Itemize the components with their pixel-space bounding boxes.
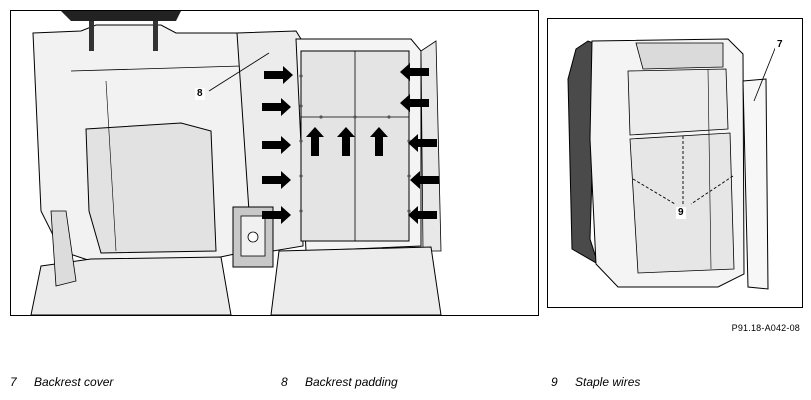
headrest-post	[153, 11, 158, 51]
detail-drawing	[567, 38, 779, 290]
left-seat-cushion	[30, 256, 232, 315]
left-backrest-panel	[85, 122, 217, 254]
arrows-inward-left	[262, 66, 293, 224]
right-seat-cushion	[270, 246, 442, 315]
legend-number: 9	[551, 375, 558, 389]
legend-item-backrest-padding: 8 Backrest padding	[281, 375, 398, 389]
callout-backrest-padding: 8	[195, 88, 205, 100]
callout-backrest-cover: 7	[775, 39, 785, 51]
legend-label: Backrest cover	[34, 375, 114, 389]
figure-reference-code: P91.18-A042-08	[731, 323, 800, 333]
legend-item-backrest-cover: 7 Backrest cover	[10, 375, 113, 389]
legend-item-staple-wires: 9 Staple wires	[551, 375, 640, 389]
legend-label: Backrest padding	[305, 375, 398, 389]
legend-number: 7	[10, 375, 17, 389]
legend-label: Staple wires	[575, 375, 641, 389]
backrest-cover-piece	[742, 78, 769, 290]
staple-wire-lines	[632, 136, 734, 205]
arrows-upward	[306, 127, 388, 156]
seat-drawing	[30, 11, 442, 315]
seat-backrest-illustration: 8	[10, 10, 539, 316]
headrest-post	[89, 11, 94, 51]
callout-staple-wires: 9	[676, 207, 686, 219]
backrest-detail-illustration: 7 9	[547, 18, 803, 308]
legend-number: 8	[281, 375, 288, 389]
arrows-inward-right	[400, 63, 439, 224]
